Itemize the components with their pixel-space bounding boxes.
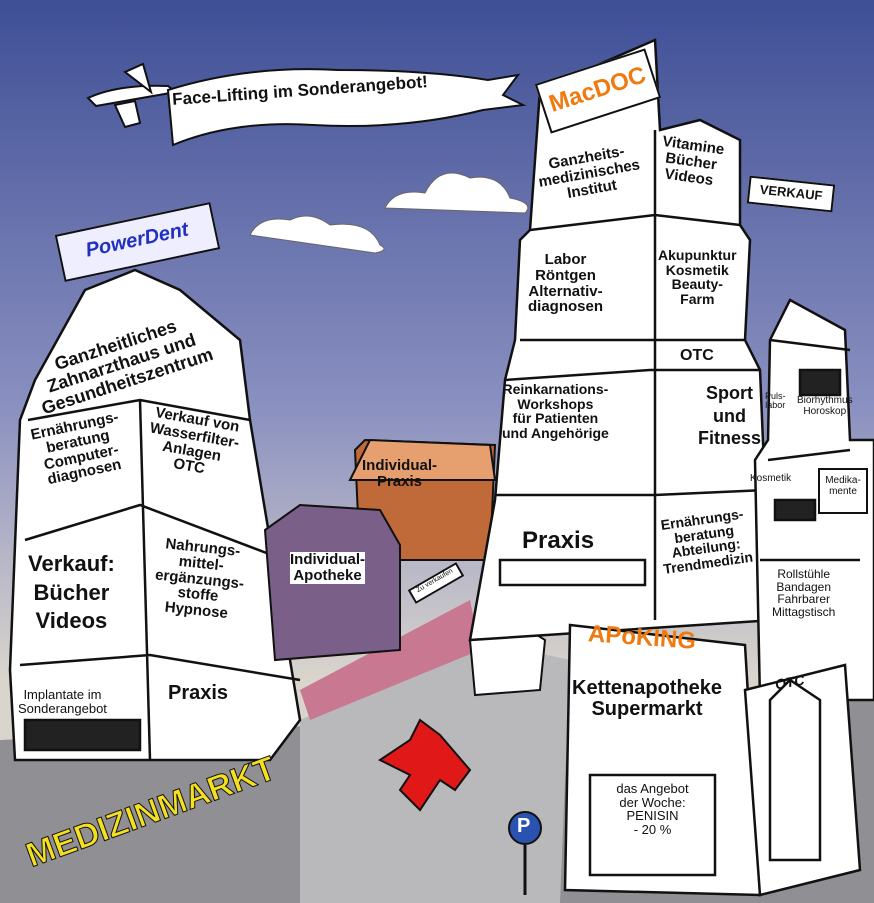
apoking-subtitle: Kettenapotheke Supermarkt [572,677,723,720]
left-tower-l2: Verkauf: Bücher Videos [28,551,115,634]
plane-icon [86,62,179,129]
right-tower-r2: Akupunktur Kosmetik Beauty- Farm [658,247,737,308]
red-x-signpost [378,718,472,812]
individual-praxis: Individual- Praxis [362,457,437,490]
far-right-kosmetik: Kosmetik [750,473,792,484]
right-tower-otc: OTC [680,347,714,364]
right-tower-l4: Praxis [522,527,595,554]
left-tower-l3: Implantate im Sonderangebot [18,687,107,716]
far-right-medikamente: Medika- mente [825,475,861,497]
right-tower [468,38,777,642]
right-tower-l2: Labor Röntgen Alternativ- diagnosen [528,251,604,316]
apoking-building [563,623,862,897]
right-tower-r3: Sport und Fitness [698,383,762,448]
left-tower [8,268,302,762]
weekly-offer: das Angebot der Woche: PENISIN - 20 % [616,781,689,837]
parking-sign-circle [508,811,542,845]
medikamente-sign: Medika- mente [818,468,868,514]
individual-apotheke: Individual- Apotheke [290,551,365,584]
far-right-puls: Puls- labor [765,391,786,411]
parking-label: P [517,815,531,837]
banner [166,68,527,147]
left-tower-r2: Nahrungs- mittel- ergänzungs- stoffe Hyp… [154,535,245,623]
far-right-tower [753,298,874,702]
far-right-bio: Biorhythmus Horoskop [797,395,853,417]
left-tower-r3: Praxis [168,682,229,704]
far-right-rollstuehle: Rollstühle Bandagen Fahrbarer Mittagstis… [772,567,836,619]
clouds [249,172,529,254]
right-tower-r1: Vitamine Bücher Videos [661,132,726,189]
right-tower-r4: Ernährungs- beratung Abteilung: Trendmed… [659,505,754,578]
right-tower-l3: Reinkarnations- Workshops für Patienten … [502,381,609,442]
